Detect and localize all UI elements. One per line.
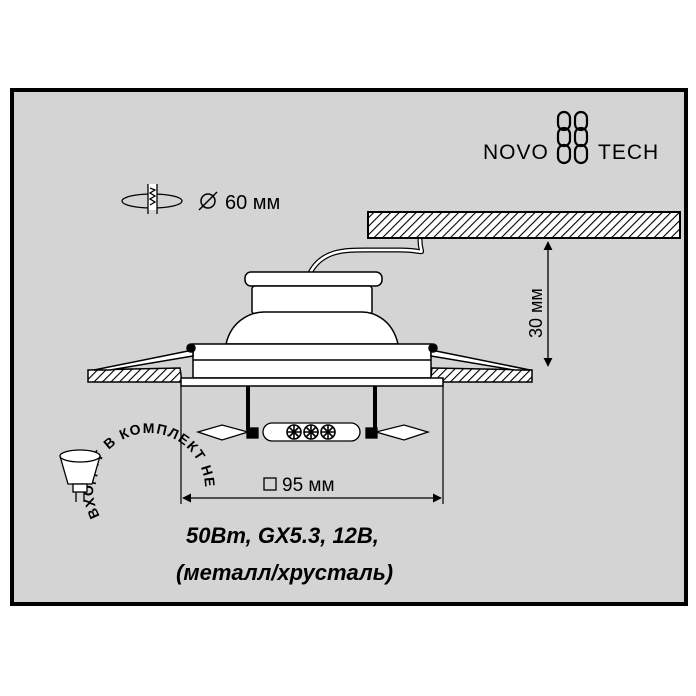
diameter-icon	[198, 191, 218, 211]
height-dimension: 30 мм	[526, 241, 553, 367]
ceiling-slab	[367, 211, 681, 239]
cutout-spec: 60 мм	[121, 184, 280, 214]
brand-name-right: TECH	[598, 141, 659, 164]
novotech-logo-icon	[556, 110, 589, 165]
lamp-note-badge: ВХОДИТ В КОМПЛЕКТ НЕ	[59, 420, 218, 521]
spec-line-2: (металл/хрусталь)	[176, 560, 394, 585]
fixture-body	[93, 271, 531, 387]
spec-line-1: 50Bт, GX5.3, 12B,	[186, 523, 379, 548]
crystal-right	[373, 424, 431, 441]
width-dimension: 95 мм	[180, 386, 444, 504]
ceiling-panel	[87, 367, 533, 383]
height-label: 30 мм	[526, 288, 546, 338]
crystal-decoration	[195, 386, 431, 442]
lamp-note-text: ВХОДИТ В КОМПЛЕКТ НЕ	[80, 420, 218, 521]
novotech-logo: NOVO TECH	[483, 110, 659, 165]
width-label: 95 мм	[282, 475, 335, 496]
cutout-label: 60 мм	[225, 192, 280, 214]
brand-name-left: NOVO	[483, 141, 549, 164]
square-icon	[263, 477, 277, 491]
crystal-left	[195, 424, 251, 441]
cutout-hole-icon	[121, 184, 183, 214]
halogen-lamp-icon	[59, 449, 101, 502]
